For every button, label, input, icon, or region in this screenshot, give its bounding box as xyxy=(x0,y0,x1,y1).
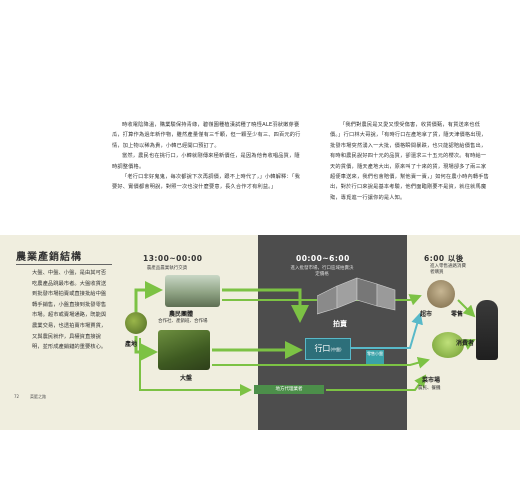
wet-market-photo xyxy=(432,332,464,358)
consumer-silhouette xyxy=(476,300,498,360)
wholesaler-label: 行口 xyxy=(314,344,331,353)
origin-produce-photo xyxy=(125,312,147,334)
supermarket-photo xyxy=(427,280,455,308)
wet-market-label: 菜市場 xyxy=(422,377,441,384)
farm-time-caption: 農產品農業執行交貨 xyxy=(146,266,188,271)
market-time-caption: 進入批發市場，行口區域拍賣決定價格 xyxy=(290,266,354,277)
auction-time-zone xyxy=(258,235,407,430)
retail-time-range: 6:00 以後 xyxy=(424,254,464,263)
wet-market-sublabel: 農民、餐攤 xyxy=(418,386,441,391)
left-paragraph-1: 時收電陰降溫，購業驗保持青綠，碧嶺園種植漢試種了曉怪ALE羽狀嫩芽甕瓜，打算作為… xyxy=(112,122,301,149)
supermarket-label: 超市 xyxy=(420,311,433,318)
section-name: 菜籃之路 xyxy=(30,394,46,399)
wholesaler-tag: (中盤) xyxy=(330,347,342,352)
retail-time-caption: 進入零售通路消費者購買 xyxy=(430,264,466,275)
auction-hall-icon xyxy=(317,277,396,315)
market-time-range: 00:00~6:00 xyxy=(296,254,350,263)
farmers-group-photo xyxy=(165,275,220,307)
wholesaler-box: 行口(中盤) xyxy=(305,338,351,360)
left-text-column: 時收電陰降溫，購業驗保持青綠，碧嶺園種植漢試種了曉怪ALE羽狀嫩芽甕瓜，打算作為… xyxy=(112,120,302,193)
farmers-sublabel: 合作社、產銷班、合作場 xyxy=(158,319,208,324)
agent-chip: 地方代理業者 xyxy=(254,385,324,394)
infographic-sidebar xyxy=(0,235,113,430)
auction-label: 拍賣 xyxy=(333,320,347,328)
infographic-title: 農業產銷結構 xyxy=(16,252,82,263)
left-paragraph-2: 當然，農民也在挑行口，小韓就剛傳來極新價任，是因為他肯收唱品質，隨時調整價格。 xyxy=(112,153,300,170)
origin-label: 產地 xyxy=(125,341,138,348)
right-text-column: 「我們對農民是又愛又恨受傷害，收貨價甄，有貨送來也低價。」行口林大哥說，「有時行… xyxy=(330,120,490,203)
page-number: 72 xyxy=(14,394,20,399)
bulk-field-photo xyxy=(158,330,210,370)
bulk-label: 大盤 xyxy=(180,375,193,382)
left-paragraph-3: 「老行口非好鬼鬼，毎次都說下次再調價，跟不上時代了，」小韓解釋：「我要好、實價都… xyxy=(112,174,300,191)
retail-label: 零售 xyxy=(451,311,464,318)
consumer-label: 消費者 xyxy=(456,340,475,347)
farmers-label: 農民團體 xyxy=(169,311,194,318)
infographic-intro: 大盤、中盤、小盤，是由其可否吃農產品跳最市者。大盤收貨送到批發市場拍賣或直接批給… xyxy=(32,270,107,351)
title-rule xyxy=(16,264,112,265)
farm-time-range: 13:00~00:00 xyxy=(143,254,203,263)
right-paragraph-1: 「我們對農民是又愛又恨受傷害，收貨價甄，有貨送來也低價。」行口林大哥說，「有時行… xyxy=(330,122,490,201)
retail-chip: 零售小盤 xyxy=(366,350,384,364)
